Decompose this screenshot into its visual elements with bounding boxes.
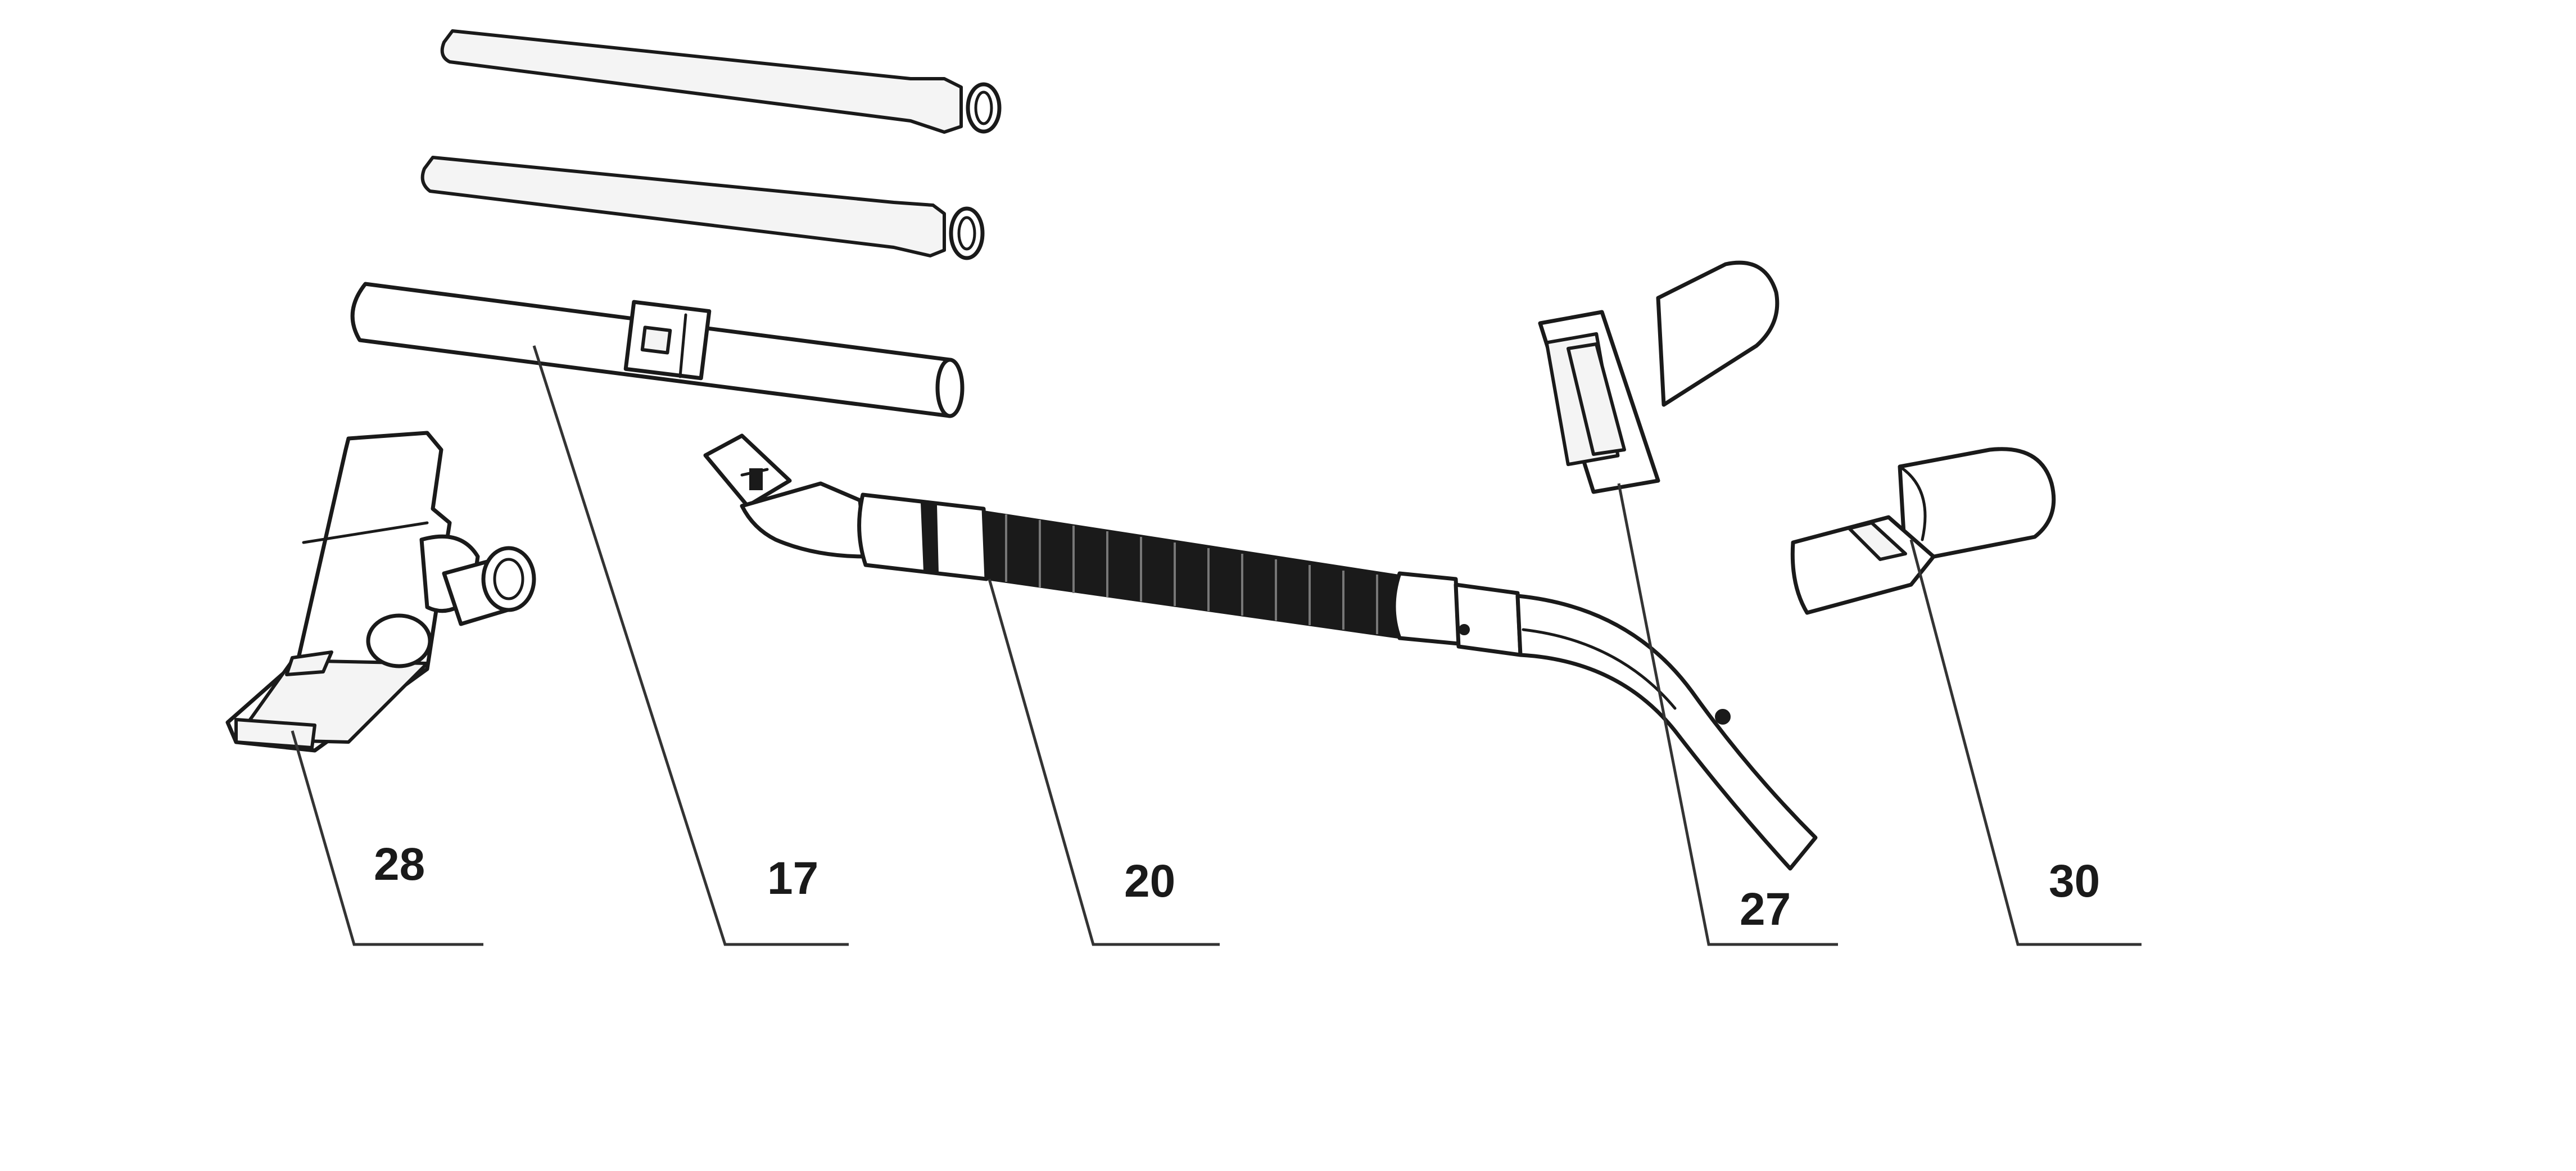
leader-line-27 xyxy=(1617,483,1838,946)
leader-line-28 xyxy=(291,730,483,946)
upholstery-tool xyxy=(1538,260,1780,494)
hose-corrugation xyxy=(1005,514,1378,634)
floor-nozzle xyxy=(225,431,536,753)
leader-lines xyxy=(291,345,2142,946)
callout-30: 30 xyxy=(2049,856,2100,907)
leader-line-20 xyxy=(988,578,1220,946)
callout-27: 27 xyxy=(1740,884,1791,935)
leader-line-30 xyxy=(1909,539,2142,946)
callout-17: 17 xyxy=(767,853,818,904)
telescopic-tube xyxy=(350,282,965,418)
extension-rod-upper xyxy=(440,29,1002,134)
leader-line-17 xyxy=(532,345,849,946)
crevice-tool xyxy=(1790,447,2056,615)
callout-28: 28 xyxy=(374,839,425,890)
callout-labels: 28 17 20 27 30 xyxy=(374,839,2100,935)
callout-20: 20 xyxy=(1124,856,1175,907)
hose-assembly xyxy=(703,433,1818,871)
extension-rod-lower xyxy=(420,156,985,260)
